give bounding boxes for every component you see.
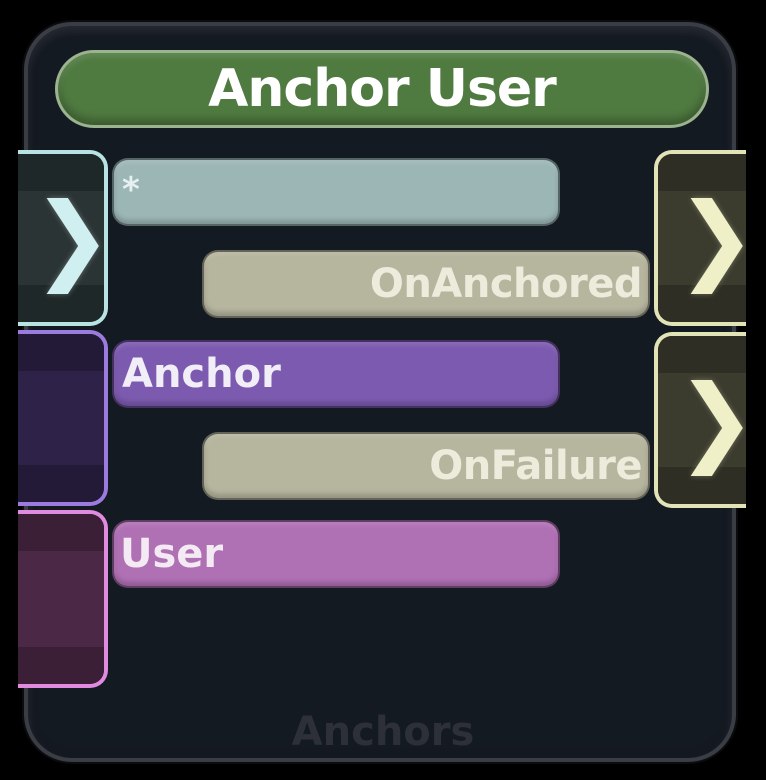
- port-shade: [18, 285, 104, 322]
- on-failure-output-text: OnFailure: [429, 443, 642, 489]
- impulse-input-text: *: [122, 170, 140, 210]
- on-anchored-output-text: OnAnchored: [369, 261, 643, 307]
- port-shade: [658, 336, 746, 373]
- user-input-text: User: [120, 531, 224, 577]
- anchor-input-text: Anchor: [122, 351, 281, 397]
- port-shade: [658, 467, 746, 504]
- anchor-input-port[interactable]: [18, 330, 108, 506]
- chevron-right-icon: ❯: [676, 190, 746, 286]
- port-shade: [18, 465, 104, 502]
- node-title-bar[interactable]: Anchor User: [55, 50, 709, 128]
- port-shade: [18, 646, 104, 684]
- on-anchored-output-port[interactable]: ❯: [654, 150, 746, 326]
- user-input-port[interactable]: [18, 510, 108, 688]
- port-shade: [18, 334, 104, 371]
- node-category-label: Anchors: [291, 709, 475, 755]
- on-failure-output-port[interactable]: ❯: [654, 332, 746, 508]
- port-shade: [18, 514, 104, 552]
- port-shade: [18, 154, 104, 191]
- impulse-input-label: *: [112, 158, 560, 226]
- node-title: Anchor User: [208, 59, 557, 119]
- impulse-input-port[interactable]: ❯: [18, 150, 108, 326]
- chevron-right-icon: ❯: [676, 372, 746, 468]
- chevron-right-icon: ❯: [32, 182, 108, 294]
- on-anchored-output-label: OnAnchored: [202, 250, 650, 318]
- port-shade: [658, 154, 746, 191]
- on-failure-output-label: OnFailure: [202, 432, 650, 500]
- user-input-label: User: [112, 520, 560, 588]
- anchor-input-label: Anchor: [112, 340, 560, 408]
- node-body[interactable]: [24, 22, 736, 762]
- port-shade: [658, 285, 746, 322]
